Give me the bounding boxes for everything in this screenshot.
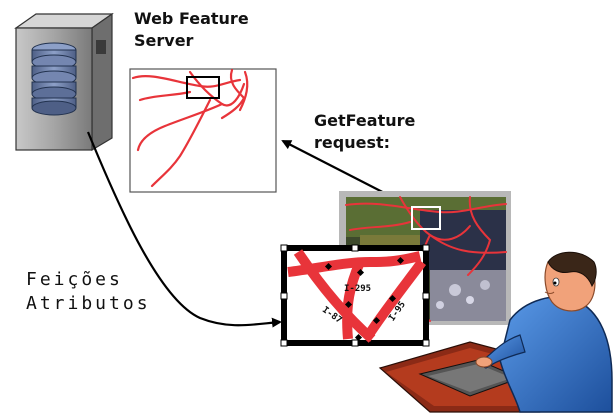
server-road-map [129,68,277,193]
response-label-line1: Feições [26,269,123,290]
response-label-line2: Atributos [26,293,151,314]
response-label: Feições Atributos [26,268,151,316]
highway-label-i295: I-295 [344,284,371,294]
request-label-line1: GetFeature [314,111,416,130]
request-label: GetFeature request: [314,110,415,154]
server-title-line1: Web Feature [134,9,249,28]
highway-detail-map: I-295 I-87 I-95 [280,244,430,347]
response-arrow [86,131,282,328]
person-at-computer-icon [378,251,613,413]
server-icon [14,12,114,152]
request-arrow [281,140,399,201]
selection-handles [280,244,430,347]
request-label-line2: request: [314,133,391,152]
server-title: Web Feature Server [134,8,249,52]
server-title-line2: Server [134,31,194,50]
database-disk-stack [31,42,77,116]
